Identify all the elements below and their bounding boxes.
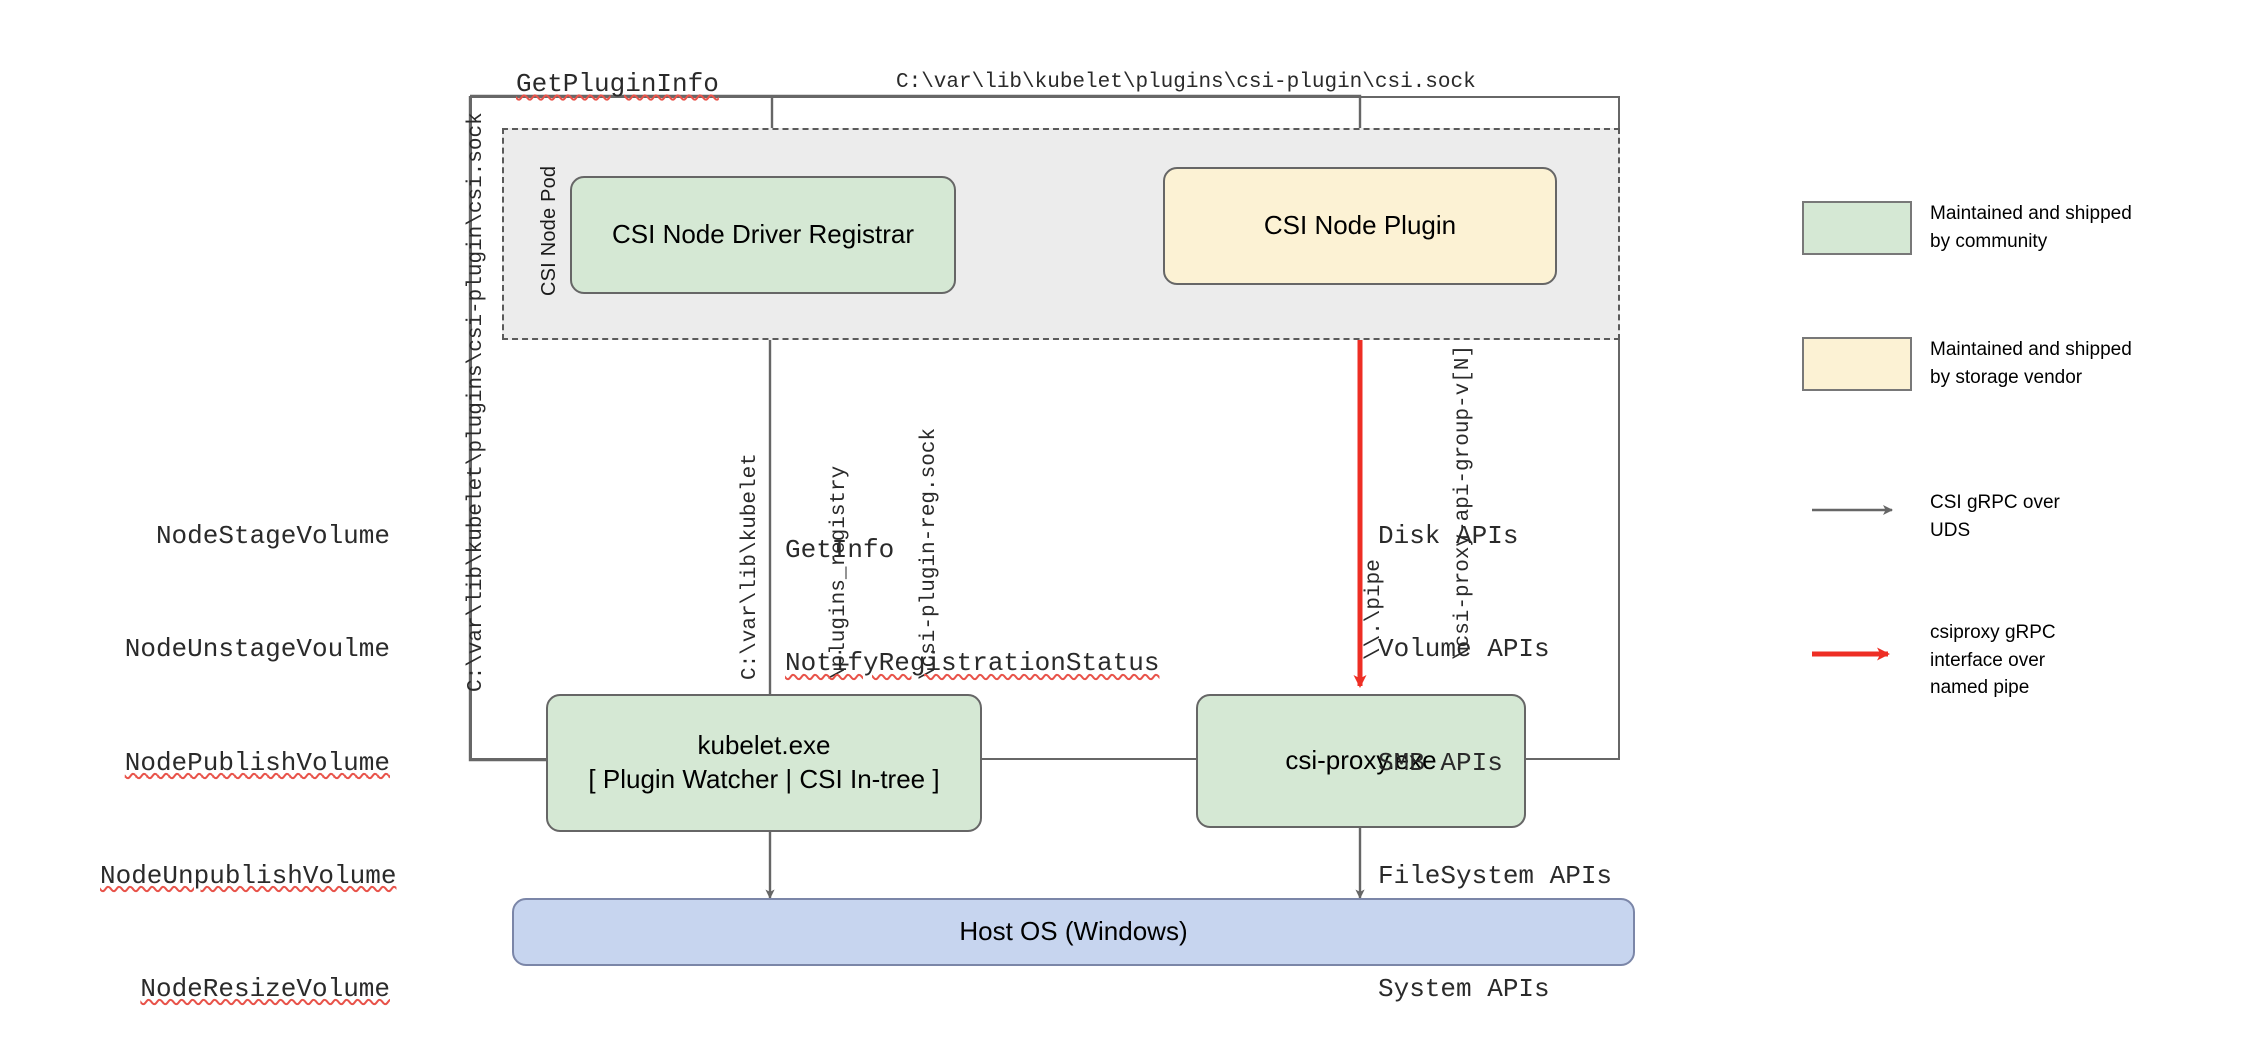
legend-label-vendor: Maintained and shipped by storage vendor (1930, 336, 2220, 391)
legend-label-vendor-line1: Maintained and shipped (1930, 339, 2132, 360)
csi-node-api-item: NodePublishVolume (124, 747, 390, 778)
csi-proxy-api-list: Disk APIs Volume APIs SMB APIs FileSyste… (1378, 443, 1612, 1044)
csi-proxy-api-item: FileSystem APIs (1378, 860, 1613, 891)
label-get-plugin-info: GetPluginInfo (516, 69, 719, 99)
csi-proxy-api-item: System APIs (1378, 973, 1550, 1004)
legend-label-csi-grpc-uds-line2: UDS (1930, 519, 1971, 541)
outer-boundary-box (470, 96, 1620, 760)
legend-label-community-line1: Maintained and shipped (1930, 203, 2132, 224)
csi-proxy-api-item: Volume APIs (1378, 634, 1550, 665)
legend-label-community: Maintained and shipped by community (1930, 200, 2220, 255)
label-csi-sock-path-left: C:\var\lib\kubelet\plugins\csi-plugin\cs… (465, 112, 488, 692)
node-host-os[interactable]: Host OS (Windows) (512, 898, 1635, 966)
node-csi-node-driver-registrar[interactable]: CSI Node Driver Registrar (570, 176, 956, 294)
csi-node-api-item: NodeUnpublishVolume (100, 860, 397, 891)
csi-node-pod-label: CSI Node Pod (538, 165, 560, 296)
legend-label-csi-grpc-uds: CSI gRPC over UDS (1930, 489, 2220, 544)
csi-proxy-api-item: Disk APIs (1378, 521, 1519, 552)
legend-label-csiproxy-named-pipe-line1: csiproxy gRPC (1930, 622, 2056, 643)
node-csi-node-plugin-label: CSI Node Plugin (1263, 210, 1457, 241)
registration-call-list: GetInfo NotifyRegistrationStatus (785, 457, 1159, 759)
legend-label-csiproxy-named-pipe-line2: interface over (1930, 649, 2046, 671)
node-csi-node-driver-registrar-label: CSI Node Driver Registrar (612, 219, 914, 250)
node-host-os-label: Host OS (Windows) (959, 916, 1188, 947)
registration-call-item: GetInfo (785, 535, 895, 566)
node-kubelet-exe-label-line2: [ Plugin Watcher | CSI In-tree ] (588, 764, 940, 794)
node-kubelet-exe[interactable]: kubelet.exe [ Plugin Watcher | CSI In-tr… (546, 694, 982, 832)
node-csi-proxy-exe-label: csi-proxy.exe (1285, 745, 1437, 776)
csi-node-api-item: NodeUnstageVoulme (124, 634, 390, 665)
legend-swatch-vendor (1802, 337, 1912, 391)
legend-label-vendor-line2: by storage vendor (1930, 366, 2083, 388)
legend-label-csi-grpc-uds-line1: CSI gRPC over (1930, 492, 2060, 513)
label-csi-sock-path-top: C:\var\lib\kubelet\plugins\csi-plugin\cs… (896, 71, 1476, 94)
node-csi-proxy-exe[interactable]: csi-proxy.exe (1196, 694, 1526, 828)
label-plugins-registry-path-line-1: C:\var\lib\kubelet (738, 453, 762, 680)
csi-node-api-item: NodeResizeVolume (140, 973, 390, 1004)
legend-label-csiproxy-named-pipe-line3: named pipe (1930, 677, 2030, 699)
csi-proxy-api-item: SMB APIs (1378, 747, 1503, 778)
legend-swatch-community (1802, 201, 1912, 255)
csi-node-api-item: NodeStageVolume (155, 521, 390, 552)
registration-call-item: NotifyRegistrationStatus (785, 648, 1160, 679)
legend-label-community-line2: by community (1930, 230, 2048, 252)
legend-label-csiproxy-named-pipe: csiproxy gRPC interface over named pipe (1930, 619, 2220, 702)
csi-node-api-list: NodeStageVolume NodeUnstageVoulme NodePu… (100, 443, 397, 1044)
node-kubelet-exe-label-line1: kubelet.exe (697, 730, 831, 761)
node-csi-node-plugin[interactable]: CSI Node Plugin (1163, 167, 1557, 285)
